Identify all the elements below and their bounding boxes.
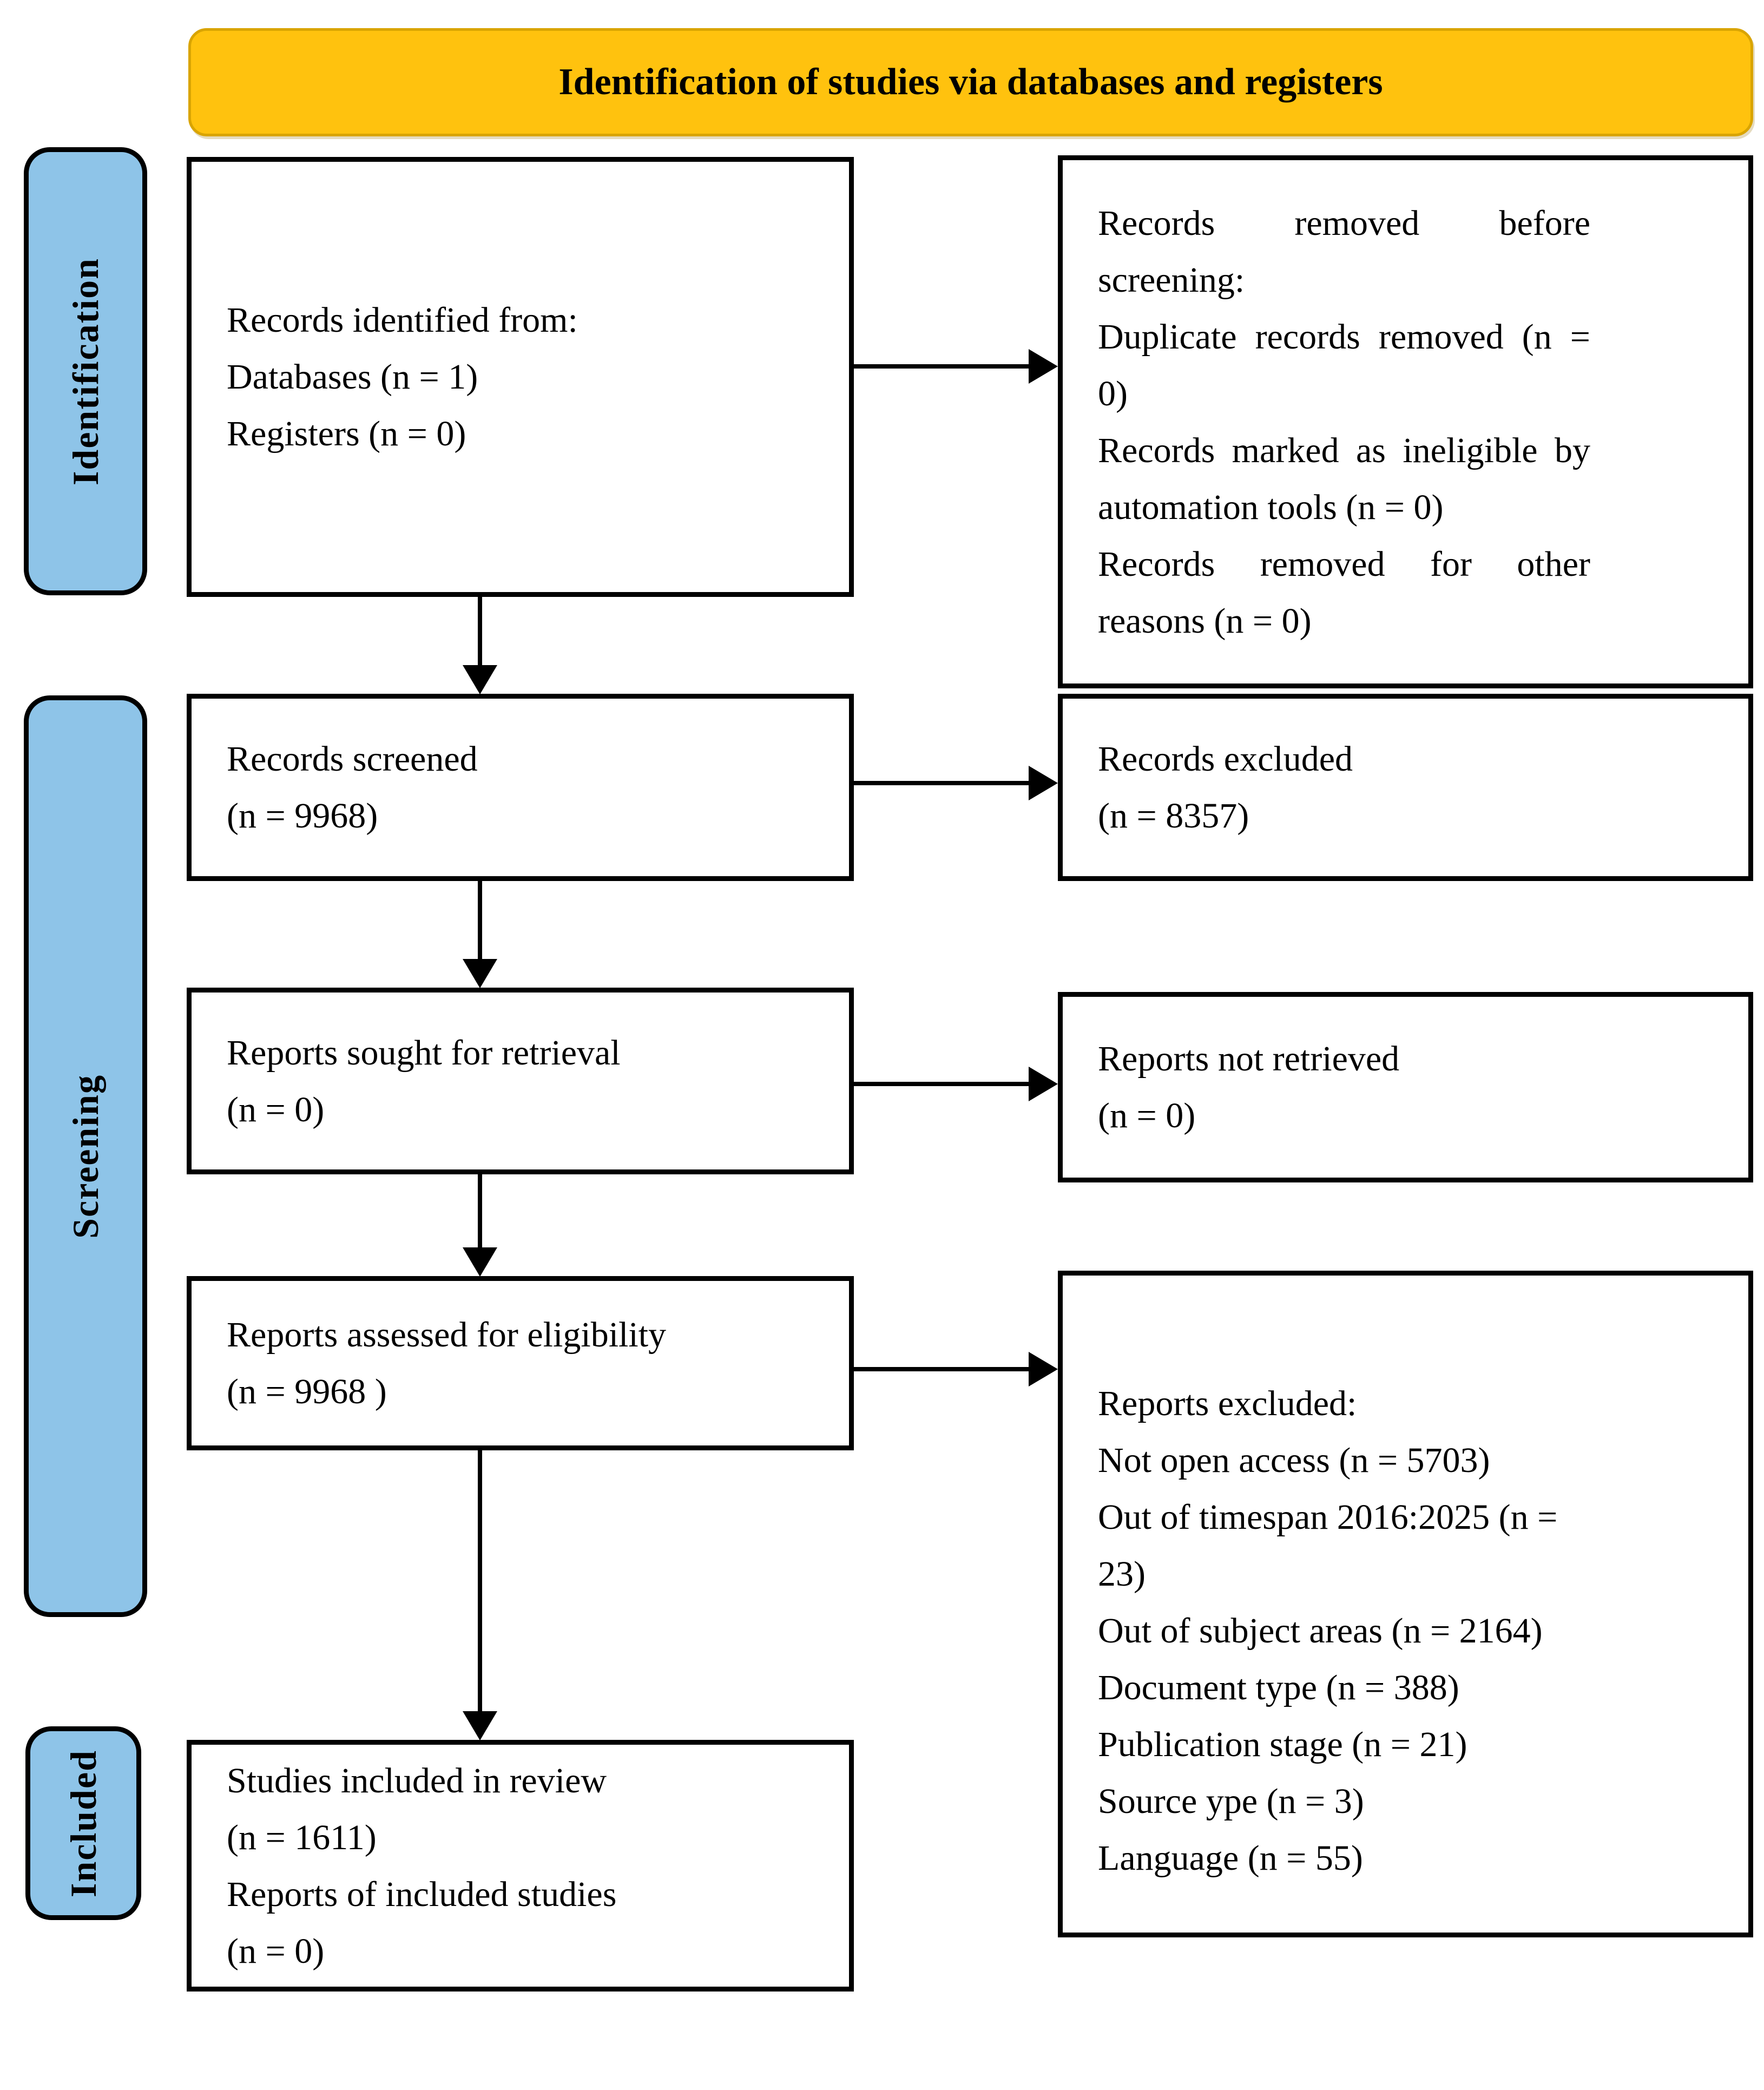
stage-bar-screening: Screening — [24, 695, 147, 1617]
reports-excluded-publication-stage: Publication stage (n = 21) — [1098, 1725, 1467, 1764]
records-identified-databases: Databases (n = 1) — [227, 357, 478, 397]
records-screened-count: (n = 9968) — [227, 796, 378, 836]
reports-sought-label: Reports sought for retrieval — [227, 1033, 621, 1073]
reports-excluded-language: Language (n = 55) — [1098, 1838, 1363, 1878]
arrow-line — [854, 1367, 1029, 1371]
stage-label-identification: Identification — [64, 257, 106, 485]
box-studies-included: Studies included in review (n = 1611) Re… — [187, 1740, 854, 1992]
arrow-line — [478, 1450, 482, 1711]
arrow-head-down-icon — [463, 1247, 497, 1277]
records-removed-heading: Records removed before screening: — [1098, 203, 1590, 300]
studies-included-count: (n = 1611) — [227, 1817, 377, 1857]
box-records-identified: Records identified from: Databases (n = … — [187, 157, 854, 597]
records-removed-duplicates: Duplicate records removed (n = 0) — [1098, 317, 1590, 413]
arrow-head-right-icon — [1029, 1067, 1058, 1101]
reports-not-retrieved-count: (n = 0) — [1098, 1096, 1196, 1135]
box-reports-sought: Reports sought for retrieval (n = 0) — [187, 988, 854, 1174]
records-excluded-count: (n = 8357) — [1098, 796, 1249, 836]
records-identified-heading: Records identified from: — [227, 300, 578, 340]
reports-assessed-label: Reports assessed for eligibility — [227, 1315, 667, 1355]
records-removed-other: Records removed for other reasons (n = 0… — [1098, 544, 1590, 641]
stage-bar-identification: Identification — [24, 147, 147, 595]
stage-label-screening: Screening — [64, 1074, 106, 1239]
arrow-head-right-icon — [1029, 766, 1058, 800]
arrow-line — [854, 364, 1029, 369]
box-records-removed-before-screening: Records removed before screening: Duplic… — [1058, 155, 1753, 688]
arrow-head-right-icon — [1029, 349, 1058, 384]
prisma-header-banner: Identification of studies via databases … — [188, 28, 1753, 136]
box-records-excluded: Records excluded (n = 8357) — [1058, 694, 1753, 881]
arrow-head-down-icon — [463, 1711, 497, 1740]
arrow-line — [854, 781, 1029, 785]
reports-excluded-timespan: Out of timespan 2016:2025 (n = 23) — [1098, 1497, 1558, 1594]
reports-included-count: (n = 0) — [227, 1931, 325, 1971]
box-reports-excluded: Reports excluded: Not open access (n = 5… — [1058, 1271, 1753, 1937]
box-reports-assessed: Reports assessed for eligibility (n = 99… — [187, 1276, 854, 1450]
header-title: Identification of studies via databases … — [558, 61, 1383, 103]
arrow-head-right-icon — [1029, 1352, 1058, 1386]
reports-assessed-count: (n = 9968 ) — [227, 1372, 387, 1411]
studies-included-label: Studies included in review — [227, 1760, 607, 1800]
arrow-head-down-icon — [463, 665, 497, 694]
arrow-line — [478, 1174, 482, 1247]
reports-excluded-heading: Reports excluded: — [1098, 1384, 1357, 1423]
stage-label-included: Included — [62, 1749, 104, 1897]
reports-not-retrieved-label: Reports not retrieved — [1098, 1039, 1400, 1079]
arrow-line — [854, 1082, 1029, 1086]
box-reports-not-retrieved: Reports not retrieved (n = 0) — [1058, 992, 1753, 1182]
arrow-head-down-icon — [463, 959, 497, 988]
arrow-line — [478, 881, 482, 959]
stage-bar-included: Included — [25, 1726, 141, 1920]
records-removed-automation: Records marked as ineligible by automati… — [1098, 430, 1590, 527]
reports-included-label: Reports of included studies — [227, 1874, 617, 1914]
arrow-line — [478, 597, 482, 666]
records-removed-text-block: Records removed before screening: Duplic… — [1098, 195, 1590, 649]
reports-excluded-subject-areas: Out of subject areas (n = 2164) — [1098, 1611, 1543, 1651]
reports-excluded-open-access: Not open access (n = 5703) — [1098, 1441, 1490, 1480]
reports-sought-count: (n = 0) — [227, 1089, 325, 1129]
records-screened-label: Records screened — [227, 739, 478, 779]
records-excluded-label: Records excluded — [1098, 739, 1353, 779]
reports-excluded-source-type: Source ype (n = 3) — [1098, 1782, 1364, 1821]
records-identified-registers: Registers (n = 0) — [227, 414, 466, 454]
reports-excluded-text-block: Reports excluded: Not open access (n = 5… — [1098, 1375, 1590, 1887]
reports-excluded-document-type: Document type (n = 388) — [1098, 1668, 1459, 1707]
box-records-screened: Records screened (n = 9968) — [187, 694, 854, 881]
